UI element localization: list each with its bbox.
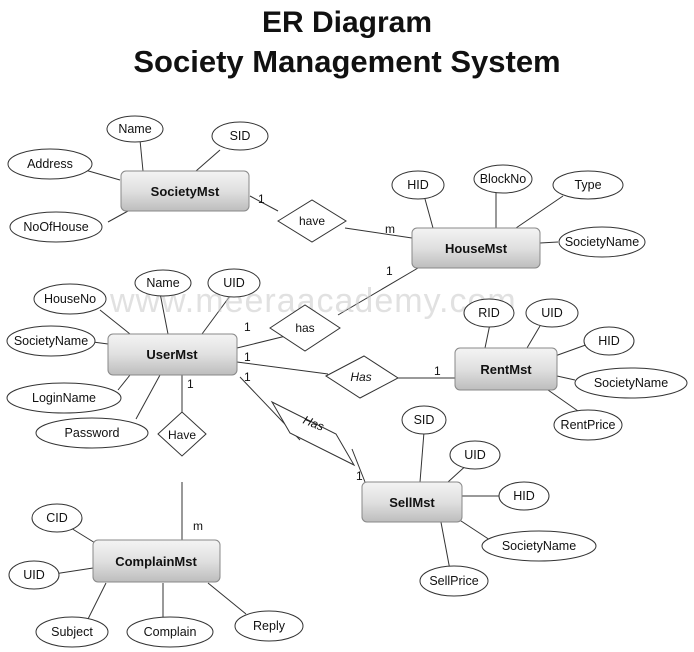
attribute-label: SellPrice: [429, 574, 478, 588]
attr-house-blockno: BlockNo: [473, 164, 533, 194]
attr-user-password: Password: [35, 417, 149, 449]
attr-user-loginname: LoginName: [6, 382, 122, 414]
attribute-label: UID: [23, 568, 45, 582]
attribute-label: SocietyName: [14, 334, 88, 348]
attr-rent-societyname: SocietyName: [574, 367, 688, 399]
attribute-label: Complain: [144, 625, 197, 639]
cardinality-label: 1: [244, 370, 251, 384]
attr-user-name: Name: [134, 269, 192, 297]
entity-label: RentMst: [480, 362, 532, 377]
relationship-has-user-rent: Has: [325, 355, 399, 399]
attribute-label: Address: [27, 157, 73, 171]
attribute-label: Name: [118, 122, 151, 136]
attr-house-type: Type: [552, 170, 624, 200]
entity-complainmst: ComplainMst: [92, 539, 221, 583]
attr-complain-complain: Complain: [126, 616, 214, 648]
attribute-label: Name: [146, 276, 179, 290]
attr-society-address: Address: [7, 148, 93, 180]
attribute-label: BlockNo: [480, 172, 527, 186]
relationship-has-house-user: has: [269, 304, 341, 352]
relationship-label: have: [299, 214, 325, 228]
attribute-label: HID: [513, 489, 535, 503]
attribute-label: Type: [574, 178, 601, 192]
cardinality-label: m: [193, 519, 203, 533]
attr-user-uid: UID: [207, 268, 261, 298]
cardinality-label: m: [385, 222, 395, 236]
attr-society-sid: SID: [211, 121, 269, 151]
cardinality-label: 1: [386, 264, 393, 278]
diagram-title-line1: ER Diagram: [261, 6, 433, 39]
relationship-label: Have: [168, 428, 196, 442]
attribute-label: UID: [223, 276, 245, 290]
attribute-label: Password: [65, 426, 120, 440]
entity-label: SellMst: [389, 495, 435, 510]
attr-sell-sellprice: SellPrice: [419, 565, 489, 597]
attribute-label: SocietyName: [565, 235, 639, 249]
attr-rent-rentprice: RentPrice: [553, 409, 623, 441]
cardinality-label: 1: [434, 364, 441, 378]
attribute-label: UID: [464, 448, 486, 462]
attr-sell-sid: SID: [401, 405, 447, 435]
attribute-label: Subject: [51, 625, 93, 639]
attr-complain-reply: Reply: [234, 610, 304, 642]
attribute-label: RentPrice: [561, 418, 616, 432]
attr-society-noofhouse: NoOfHouse: [9, 211, 103, 243]
entity-label: SocietyMst: [151, 184, 220, 199]
entity-label: ComplainMst: [115, 554, 197, 569]
diagram-title-line2: Society Management System: [133, 44, 561, 79]
attr-user-societyname: SocietyName: [6, 325, 96, 357]
cardinality-label: 1: [244, 350, 251, 364]
attribute-label: HID: [407, 178, 429, 192]
entity-rentmst: RentMst: [454, 347, 558, 391]
attribute-label: SocietyName: [594, 376, 668, 390]
attr-sell-societyname: SocietyName: [481, 530, 597, 562]
attribute-label: NoOfHouse: [23, 220, 88, 234]
attr-complain-uid: UID: [8, 560, 60, 590]
attr-complain-cid: CID: [31, 503, 83, 533]
attribute-label: UID: [541, 306, 563, 320]
cardinality-labels: 1 m 1 1 1 1 1 1 1 m: [187, 192, 441, 533]
entity-label: UserMst: [146, 347, 198, 362]
relationship-has-user-sell: Has: [270, 400, 356, 467]
attribute-ellipses: Name SID Address NoOfHouse HID BlockNo T…: [6, 115, 688, 648]
attribute-label: SocietyName: [502, 539, 576, 553]
entity-housemst: HouseMst: [411, 227, 541, 269]
attribute-label: SID: [414, 413, 435, 427]
attr-society-name: Name: [106, 115, 164, 143]
relationship-label: has: [295, 321, 314, 335]
attribute-label: LoginName: [32, 391, 96, 405]
entity-societymst: SocietyMst: [120, 170, 250, 212]
attribute-label: SID: [230, 129, 251, 143]
entity-sellmst: SellMst: [361, 481, 463, 523]
attribute-label: Reply: [253, 619, 286, 633]
relationship-have-user-complain: Have: [157, 411, 207, 457]
attr-rent-rid: RID: [463, 298, 515, 328]
relationship-label: Has: [350, 370, 371, 384]
attr-sell-hid: HID: [498, 481, 550, 511]
attr-rent-hid: HID: [583, 326, 635, 356]
attr-house-hid: HID: [391, 170, 445, 200]
attr-rent-uid: UID: [525, 298, 579, 328]
attr-house-societyname: SocietyName: [558, 226, 646, 258]
attribute-label: RID: [478, 306, 500, 320]
attribute-label: CID: [46, 511, 68, 525]
entity-label: HouseMst: [445, 241, 508, 256]
cardinality-label: 1: [258, 192, 265, 206]
attribute-label: HID: [598, 334, 620, 348]
relationship-have-society-house: have: [277, 199, 347, 243]
entity-usermst: UserMst: [107, 333, 238, 376]
cardinality-label: 1: [187, 377, 194, 391]
connector-lines: [53, 139, 595, 620]
cardinality-label: 1: [244, 320, 251, 334]
cardinality-label: 1: [356, 469, 363, 483]
attribute-label: HouseNo: [44, 292, 96, 306]
attr-complain-subject: Subject: [35, 616, 109, 648]
attr-sell-uid: UID: [449, 440, 501, 470]
attr-user-houseno: HouseNo: [33, 283, 107, 315]
